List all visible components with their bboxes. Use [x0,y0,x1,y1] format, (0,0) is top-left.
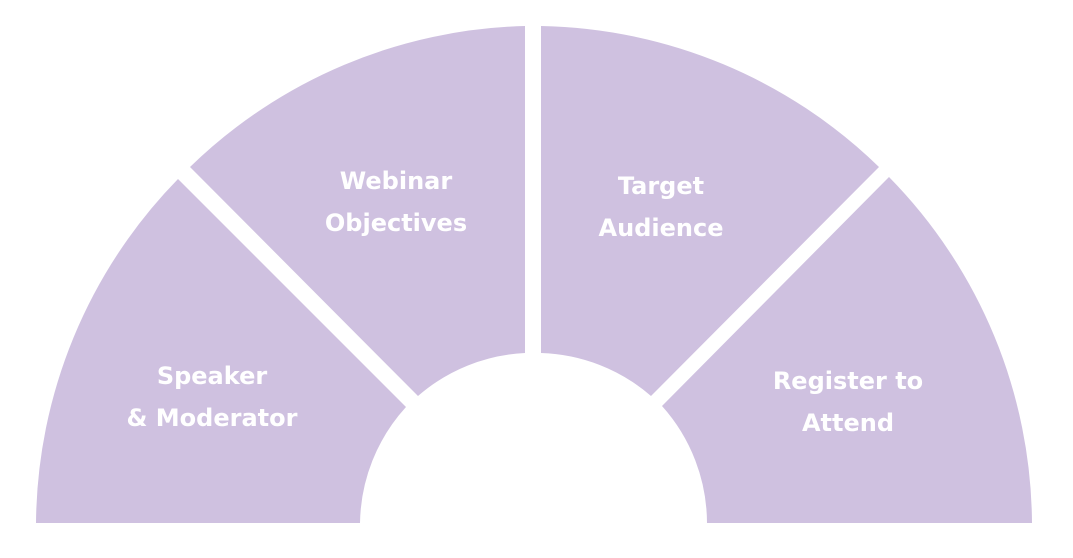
segment-label-line-2: Audience [599,214,724,242]
segment-register-to-attend: Register to Attend [662,177,1032,523]
segment-label-line-1: Speaker [157,362,268,390]
segment-shape [662,177,1032,523]
segment-label-line-2: Attend [802,409,894,437]
segment-label-line-2: Objectives [325,209,467,237]
segment-shape [541,26,879,396]
segment-speaker-moderator: Speaker & Moderator [36,179,406,523]
segment-shape [190,26,525,396]
segment-webinar-objectives: Webinar Objectives [190,26,525,396]
segment-shape [36,179,406,523]
segment-label-line-2: & Moderator [127,404,298,432]
segment-target-audience: Target Audience [541,26,879,396]
segment-label-line-1: Webinar [340,167,453,195]
segment-label-line-1: Target [618,172,704,200]
segment-label-line-1: Register to [773,367,923,395]
